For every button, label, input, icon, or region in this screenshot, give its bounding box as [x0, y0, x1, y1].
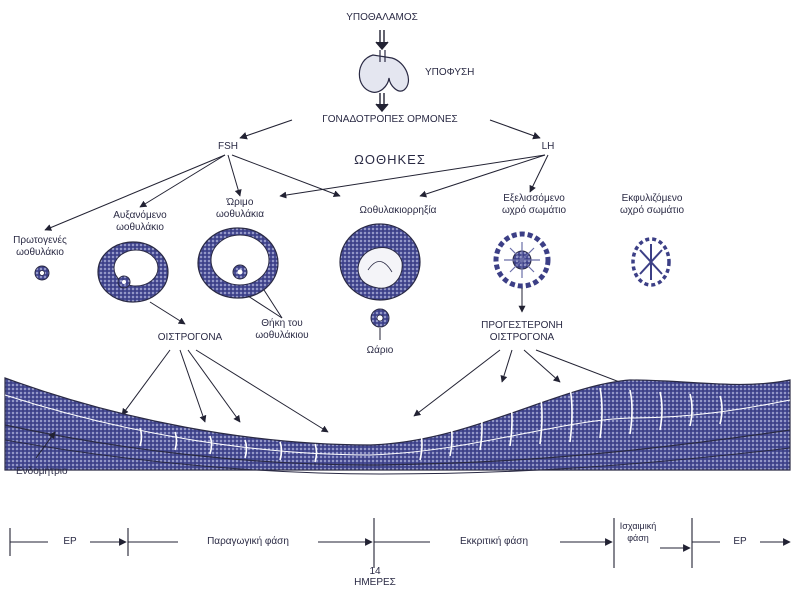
- endometrium-band: [5, 378, 790, 474]
- phase-ep-1: ΕΡ: [63, 536, 76, 548]
- hypothalamus-label: ΥΠΟΘΑΛΑΜΟΣ: [346, 12, 418, 24]
- degenerating-corpus-luteum: [633, 239, 669, 285]
- estrogen-arrows: [150, 288, 522, 324]
- developing-corpus-luteum: [496, 234, 548, 286]
- phase-ep-2: ΕΡ: [733, 536, 746, 548]
- lh-label: LH: [542, 141, 555, 153]
- phase-proliferative: Παραγωγική φάση: [207, 536, 289, 548]
- days-label: ΗΜΕΡΕΣ: [354, 577, 396, 589]
- hypothalamus-arrow: [376, 30, 388, 49]
- growing-follicle: [98, 242, 168, 302]
- pituitary-gland: [359, 50, 408, 92]
- estrogen-2-label: ΟΙΣΤΡΟΓΟΝΑ: [490, 332, 554, 344]
- mature-follicle: [198, 228, 278, 298]
- primordial-follicle: [35, 266, 49, 280]
- gonadotropins-label: ΓΟΝΑΔΟΤΡΟΠΕΣ ΟΡΜΟΝΕΣ: [322, 114, 457, 126]
- ovaries-label: ΩΟΘΗΚΕΣ: [354, 154, 426, 166]
- pituitary-label: ΥΠΟΦΥΣΗ: [425, 67, 474, 79]
- endometrium-label: Ενδομήτριο: [16, 466, 68, 478]
- fsh-label: FSH: [218, 141, 238, 153]
- timeline: [10, 518, 790, 568]
- pituitary-arrow: [376, 93, 388, 111]
- progesterone-label: ΠΡΟΓΕΣΤΕΡΟΝΗ: [481, 320, 563, 332]
- ovum-label: Ωάριο: [367, 345, 394, 357]
- ovulation-follicle: [340, 224, 420, 300]
- ovulation-label: Ωοθυλακιορρηξία: [360, 205, 437, 217]
- fsh-arrows: [45, 155, 340, 230]
- ovum: [371, 309, 389, 340]
- phase-secretory: Εκκριτική φάση: [460, 536, 528, 548]
- estrogen-label: ΟΙΣΤΡΟΓΟΝΑ: [158, 332, 222, 344]
